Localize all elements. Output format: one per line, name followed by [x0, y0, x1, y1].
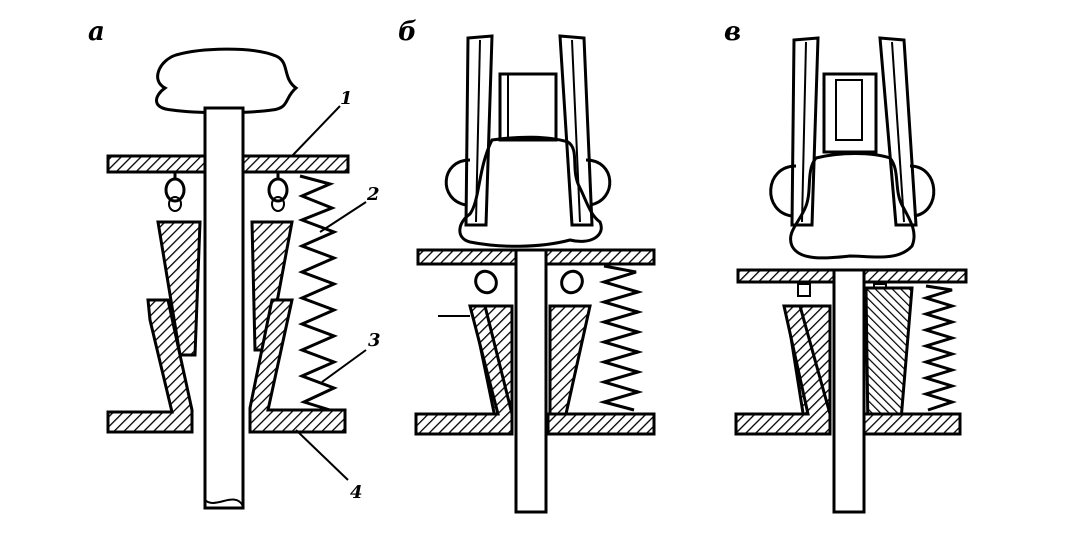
panel-b: б	[398, 17, 656, 514]
panel-c: в	[724, 17, 968, 514]
callout-1: 1	[340, 88, 353, 109]
base-b-right	[546, 412, 656, 436]
spring	[297, 174, 338, 412]
base-c	[734, 304, 832, 436]
rod-break	[204, 498, 244, 507]
panel-a: а 1 2 3	[88, 17, 381, 510]
leader-3	[321, 349, 367, 383]
callout-4: 4	[350, 482, 363, 503]
callout-3: 3	[368, 330, 381, 351]
callout-2: 2	[366, 184, 380, 205]
finger-pad-c-right	[909, 164, 936, 218]
leader-1	[291, 105, 341, 157]
chain-link-c-left	[797, 283, 811, 297]
panel-c-letter: в	[724, 17, 741, 47]
wedge-c-right	[864, 286, 914, 434]
base-right	[248, 298, 347, 434]
leader-4	[295, 429, 349, 481]
leader-2	[319, 201, 367, 233]
chain-link-b-right	[560, 269, 584, 295]
base-left	[106, 298, 194, 434]
chain-link-left	[164, 172, 186, 212]
chain-link-b-left	[474, 269, 498, 295]
finger-pad-left	[444, 158, 471, 207]
wedge-left	[156, 220, 202, 357]
spring-c	[920, 284, 958, 412]
rod-b	[514, 248, 548, 514]
spring-b	[598, 264, 644, 412]
finger-pad-c-left	[769, 164, 797, 218]
base-c-right	[862, 412, 962, 436]
rod	[203, 106, 245, 510]
panel-b-letter: б	[398, 17, 417, 47]
chain-link-right	[267, 172, 289, 212]
knob-held-c	[789, 152, 916, 260]
knob	[155, 47, 299, 115]
knob-held	[458, 135, 603, 248]
panel-a-letter: а	[88, 17, 105, 47]
rod-c	[832, 268, 866, 514]
gripper-core-c	[835, 79, 863, 141]
base-b	[414, 304, 514, 436]
gripper-body	[498, 72, 558, 142]
finger-pad-right	[585, 158, 612, 207]
